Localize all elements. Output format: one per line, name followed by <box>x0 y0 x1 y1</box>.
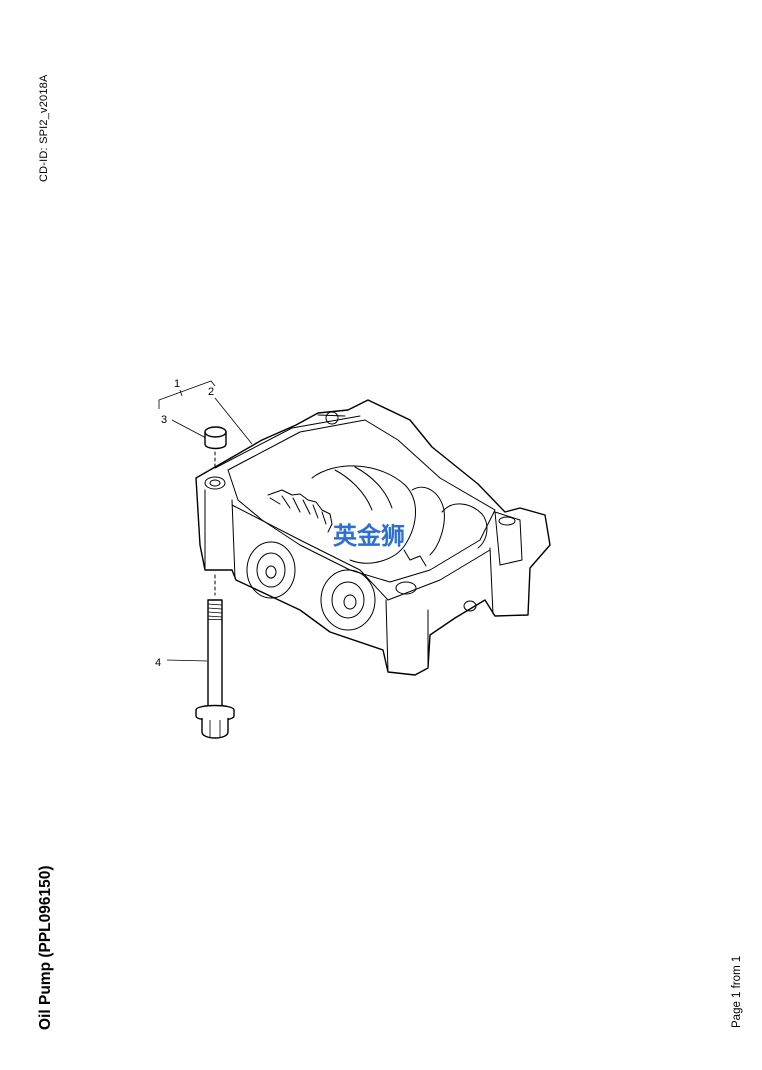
callout-2: 2 <box>208 386 214 398</box>
pump-housing <box>195 399 551 676</box>
pump-ports <box>246 541 477 631</box>
dowel-sleeve <box>204 426 227 469</box>
callout-1: 1 <box>174 378 180 390</box>
watermark: 英金狮 <box>333 522 405 550</box>
mounting-bolt <box>195 574 235 739</box>
callout-leaders <box>158 380 253 662</box>
callout-4: 4 <box>155 657 161 669</box>
pump-gears <box>267 465 488 567</box>
callout-3: 3 <box>161 414 167 426</box>
